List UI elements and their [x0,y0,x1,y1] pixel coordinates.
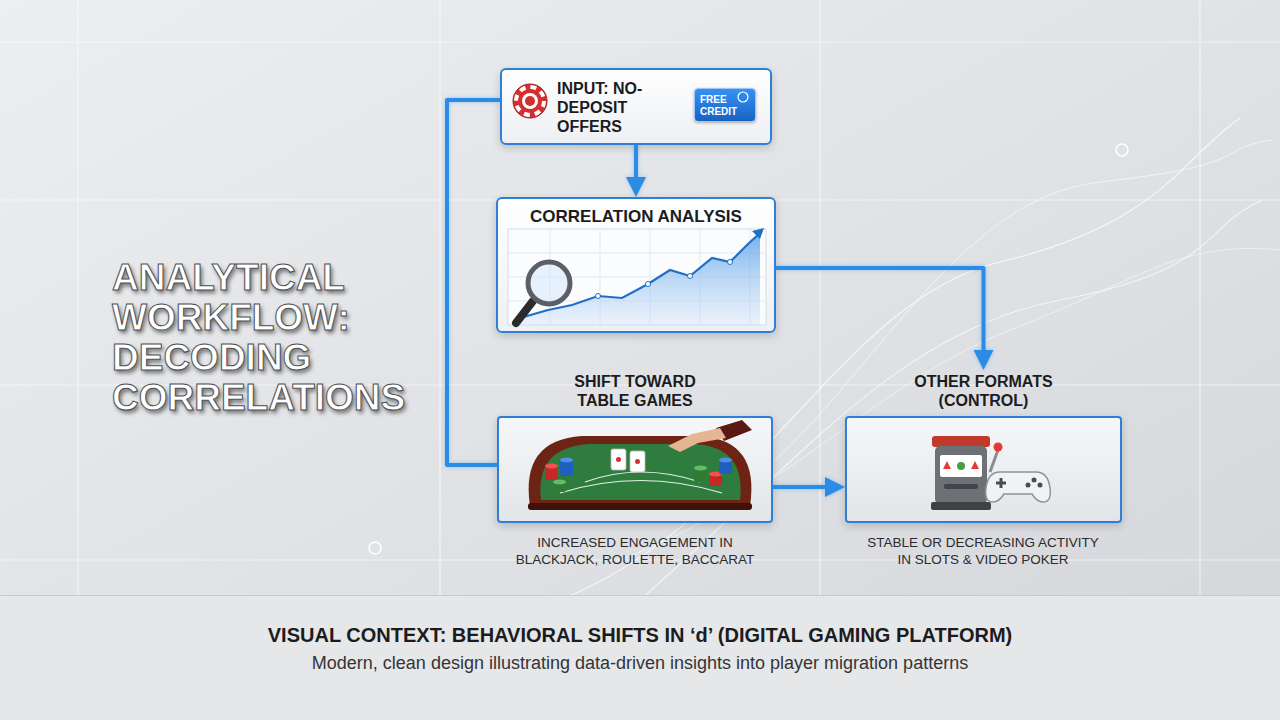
chart-dot [728,260,733,265]
decor-dot [369,542,381,554]
chip-top [560,458,573,463]
chart-arrow [752,228,764,239]
node-heading: OTHER FORMATS (CONTROL) [898,372,1070,410]
chip-top [553,480,566,485]
slot-symbol [971,461,979,469]
game-controller [986,472,1051,502]
magnifier-handle [516,301,533,323]
lever-knob [994,443,1003,452]
decor-curve [560,118,1240,600]
flow-arrow [447,100,500,465]
chip-top [694,466,707,471]
chart-dot [688,274,693,279]
chip-core [525,96,535,106]
controller-dpad [996,478,1006,488]
chip-top [545,464,558,469]
table-rim [529,436,752,506]
node-label: CORRELATION ANALYSIS [498,207,774,227]
chip-center [522,93,538,109]
chip-top [719,458,732,463]
caption: VISUAL CONTEXT: BEHAVIORAL SHIFTS IN ‘d’… [0,624,1280,647]
card-pip [635,459,640,464]
slot-body [935,446,987,504]
table-edge [528,503,752,510]
badge-label: FREE CREDIT [700,94,740,118]
flow-arrow [773,485,836,489]
flow-arrow [776,268,984,361]
slot-symbol [943,461,951,469]
node-heading: SHIFT TOWARD TABLE GAMES [549,372,721,410]
chart-dot [596,294,601,299]
chip-notches [516,87,544,115]
chip-stack [719,460,732,474]
slot-top [932,436,990,447]
band-rule [0,595,1280,596]
chip-stack [545,466,558,480]
image-panel [497,416,773,523]
chip-stack [694,468,707,482]
flow-arrow [634,145,638,188]
chart-grid [508,229,766,325]
node-body: INCREASED ENGAGEMENT IN BLACKJACK, ROULE… [512,534,758,568]
controller-button [1038,483,1043,488]
outcome-node: SHIFT TOWARD TABLE GAMES INCREASED ENGAGE… [497,370,773,570]
magnifier-lens [528,262,570,304]
grid-lines [0,0,1280,595]
chart-dot [646,282,651,287]
table-felt [540,444,740,500]
slot-tray [944,484,978,489]
subcaption: Modern, clean design illustrating data-d… [0,653,1280,674]
node-body: STABLE OR DECREASING ACTIVITY IN SLOTS &… [860,534,1106,568]
image-panel [845,416,1122,523]
chip-stack [709,474,722,486]
chart-panel [508,229,766,325]
badge-icon [738,92,748,102]
node-label: INPUT: NO-DEPOSIT OFFERS [557,78,677,135]
slot-screen [940,455,982,477]
analysis-box: CORRELATION ANALYSIS [496,197,776,333]
playing-card [630,451,645,472]
dealer-sleeve [716,420,752,441]
diagram-title: ANALYTICAL WORKFLOW: DECODING CORRELATIO… [112,258,442,418]
control-node: OTHER FORMATS (CONTROL) STABLE OR DECREAS… [845,370,1122,570]
controller-button [1026,483,1031,488]
chart-line [520,233,760,318]
chart-area [520,233,760,325]
slot-base [931,502,991,510]
credit-badge: FREE CREDIT [694,88,756,122]
controller-button [1032,478,1037,483]
slot-lever [990,450,998,472]
dealer-hand [668,428,726,452]
chip-stack [560,460,573,476]
slot-symbol [957,462,965,470]
playing-card [611,449,626,470]
felt-markings [560,472,722,493]
caption-band [0,595,1280,720]
chip-stack [553,482,566,492]
poker-chip [513,84,547,118]
input-box: INPUT: NO-DEPOSIT OFFERS FREE CREDIT [500,68,772,145]
card-pip [616,457,621,462]
chip-top [709,472,722,477]
decor-dot [1116,144,1128,156]
